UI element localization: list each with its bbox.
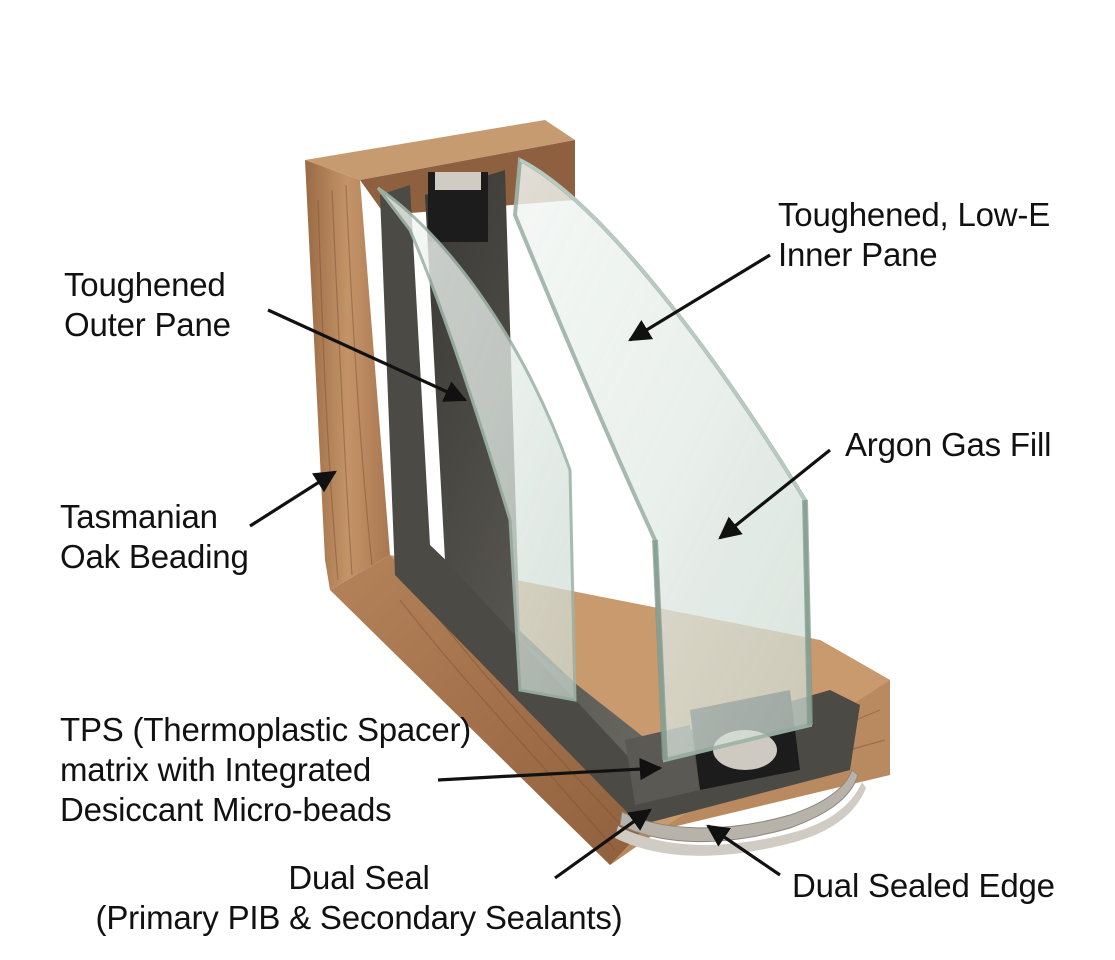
callout-arrows [249, 253, 831, 880]
glass-panes [376, 156, 813, 763]
arrow-dual-seal [554, 808, 652, 880]
label-outer-pane: Toughened Outer Pane [64, 266, 231, 343]
label-beading: Tasmanian Oak Beading [60, 498, 249, 575]
label-dual-seal: Dual Seal (Primary PIB & Secondary Seala… [95, 859, 623, 936]
outer-pane [376, 186, 577, 702]
arrow-inner-pane [628, 253, 771, 342]
arrow-tps [437, 757, 663, 782]
arrow-beading [249, 470, 337, 528]
label-argon: Argon Gas Fill [845, 426, 1052, 463]
oak-base-front [330, 555, 660, 865]
arrow-argon [718, 448, 831, 540]
arrow-sealed-edge [706, 824, 781, 877]
arrow-outer-pane [267, 308, 468, 402]
label-sealed-edge: Dual Sealed Edge [792, 867, 1055, 904]
label-tps: TPS (Thermoplastic Spacer) matrix with I… [60, 711, 472, 828]
tps-sealant-band [380, 185, 860, 825]
label-inner-pane: Toughened, Low-E Inner Pane [778, 196, 1050, 273]
top-desiccant-beads [435, 172, 481, 190]
